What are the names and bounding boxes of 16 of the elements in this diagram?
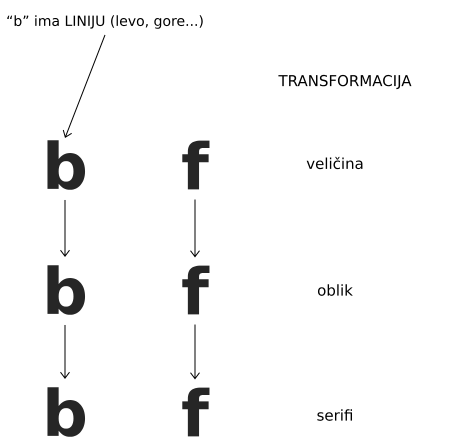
label-text: TRANSFORMACIJA	[278, 74, 412, 90]
dotted-letter: b	[47, 387, 86, 437]
dotted-letter: b	[47, 140, 86, 190]
arrow	[60, 199, 70, 258]
annotation-text: “b” ima LINIJU (levo, gore...)	[7, 15, 203, 29]
arrow	[190, 199, 200, 258]
arrow	[60, 324, 70, 380]
arrow	[190, 324, 200, 380]
label-text: oblik	[318, 284, 353, 296]
label-text: veličina	[306, 156, 362, 170]
label-text: serifi	[317, 409, 352, 421]
dotted-letter: b	[47, 265, 86, 315]
dotted-letter: f	[182, 388, 210, 436]
arrow	[62, 34, 106, 138]
dotted-letter: f	[182, 140, 210, 190]
dotted-letter: f	[182, 266, 210, 314]
